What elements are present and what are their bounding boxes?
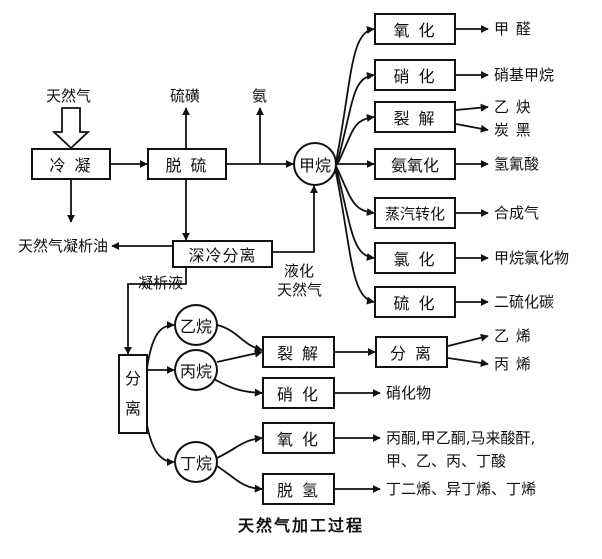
steam-reforming-box: 蒸汽转化 [374,197,456,229]
cs2-label: 二硫化碳 [494,293,555,311]
edge-ethane-crack [216,324,263,353]
sulfidation-box: 硫 化 [374,286,456,318]
edge-methane-nitration [336,72,375,165]
edge-propane-crack [216,349,263,363]
butane-node: 丁烷 [174,441,218,483]
edge-methane-chlor [335,166,375,261]
edge-deepcool-separate [124,260,187,355]
liquefied-label-1: 液化 [284,262,315,280]
edge-deepcool-methane [273,185,318,253]
separation-char-2: 离 [124,399,141,418]
nitration-box: 硝 化 [374,59,456,91]
chlorination-box: 氯 化 [374,242,456,274]
input-hollow-arrow [51,107,91,150]
separation-box: 分 离 [118,354,148,434]
edge-propane-nitrate [211,377,263,397]
edge-butane-dehydro [216,465,263,493]
sulfur-label: 硫磺 [170,87,201,105]
dehydro-products-label: 丁二烯、异丁烯、丁烯 [386,480,537,498]
carbon-black-label: 炭 黑 [494,121,532,139]
dehydrogenation-box: 脱 氢 [262,473,335,505]
propylene-label: 丙 烯 [494,355,532,373]
edge-methane-sulfid [334,167,375,305]
condensate-oil-label: 天然气凝析油 [18,237,109,255]
condense-box: 冷 凝 [31,148,111,180]
ethane-node: 乙烷 [174,304,218,346]
natural-gas-label: 天然气 [46,87,92,105]
c2c3-cracking-box: 裂 解 [262,336,335,368]
oxidation-products-line-2: 甲、乙、丙、丁酸 [386,452,507,470]
edge-butane-oxidize [216,434,263,459]
hcn-label: 氢氰酸 [494,155,540,173]
ethylene-label: 乙 烯 [494,327,532,345]
acetylene-label: 乙 炔 [494,98,532,116]
edge-methane-oxidation [335,25,375,163]
separation-char-1: 分 [124,369,141,388]
deep-cooling-box: 深冷分离 [172,240,273,268]
methyl-chlorides-label: 甲烷氯化物 [494,249,570,267]
olefin-separation-box: 分 离 [375,336,448,368]
edge-separate-ethane [146,321,175,369]
ammoxidation-box: 氨氧化 [374,148,456,180]
methane-node: 甲烷 [293,142,337,186]
formaldehyde-label: 甲 醛 [494,20,532,38]
ammonia-label: 氨 [252,87,268,105]
oxidation-box: 氧 化 [374,13,456,45]
nitromethane-label: 硝基甲烷 [494,66,555,84]
liquefied-label-2: 天然气 [277,281,323,299]
propane-nitration-box: 硝 化 [262,377,335,409]
condensate-liquid-label: 凝析液 [138,274,184,292]
diagram-caption: 天然气加工过程 [237,516,364,535]
edge-methane-cracking [336,114,375,166]
edge-separate-butane [146,424,175,466]
edge-methane-steam [335,165,375,216]
butane-oxidation-box: 氧 化 [262,422,335,454]
propane-node: 丙烷 [174,349,218,391]
cracking-box: 裂 解 [374,101,456,133]
nitro-compounds-label: 硝化物 [386,384,432,402]
syngas-label: 合成气 [494,204,540,222]
desulfur-box: 脱 硫 [147,148,227,180]
oxidation-products-line-1: 丙酮,甲乙酮,马来酸酐, [386,429,536,447]
